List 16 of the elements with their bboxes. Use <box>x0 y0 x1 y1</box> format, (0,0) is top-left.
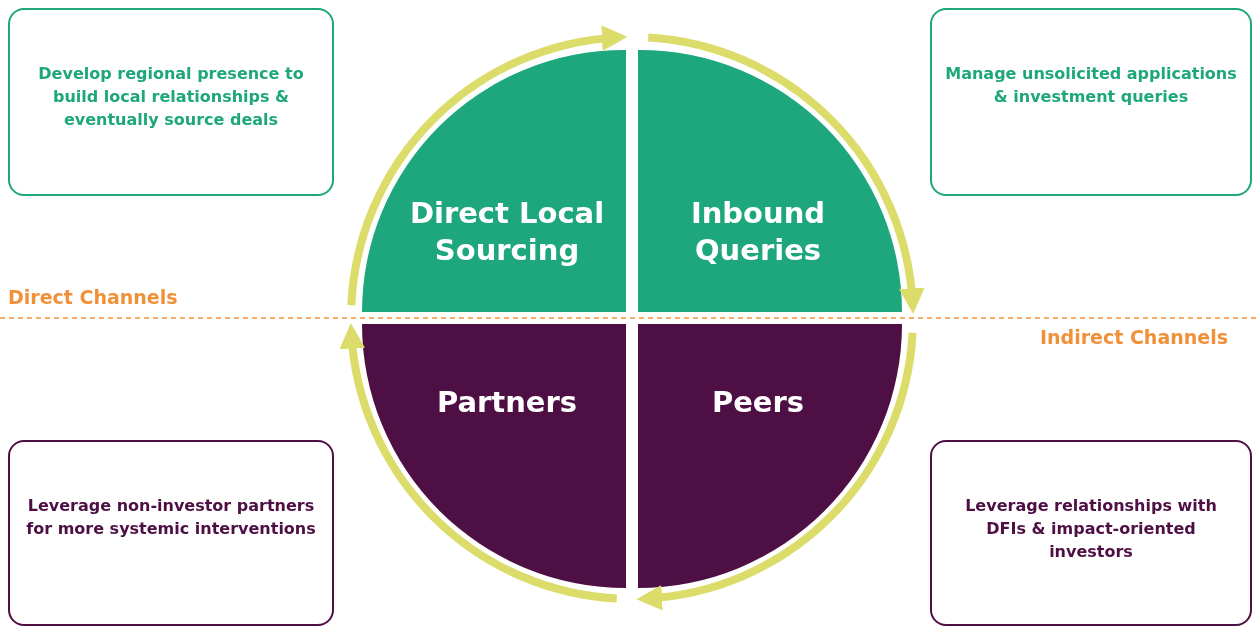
cycle-arrow <box>636 332 917 610</box>
cycle-arrow <box>647 33 924 314</box>
cycle-arrow <box>340 323 618 603</box>
callout-text: Develop regional presence to build local relationships & eventually source deals <box>37 63 305 131</box>
callout-box <box>8 8 334 196</box>
cycle-arrow <box>347 26 628 306</box>
callout-text: Manage unsolicited applications & investment queries <box>944 63 1238 108</box>
quadrant-title: Peers <box>710 384 806 421</box>
quadrant-title: Direct Local Sourcing <box>408 195 606 269</box>
quadrant-title: Partners <box>435 384 579 421</box>
callout-box <box>930 440 1252 626</box>
callout-box <box>930 8 1252 196</box>
quadrant-title: Inbound Queries <box>689 195 827 269</box>
callout-text: Leverage relationships with DFIs & impact-oriented investors <box>964 495 1218 563</box>
callout-box <box>8 440 334 626</box>
callout-text: Leverage non-investor partners for more systemic interventions <box>25 495 317 540</box>
